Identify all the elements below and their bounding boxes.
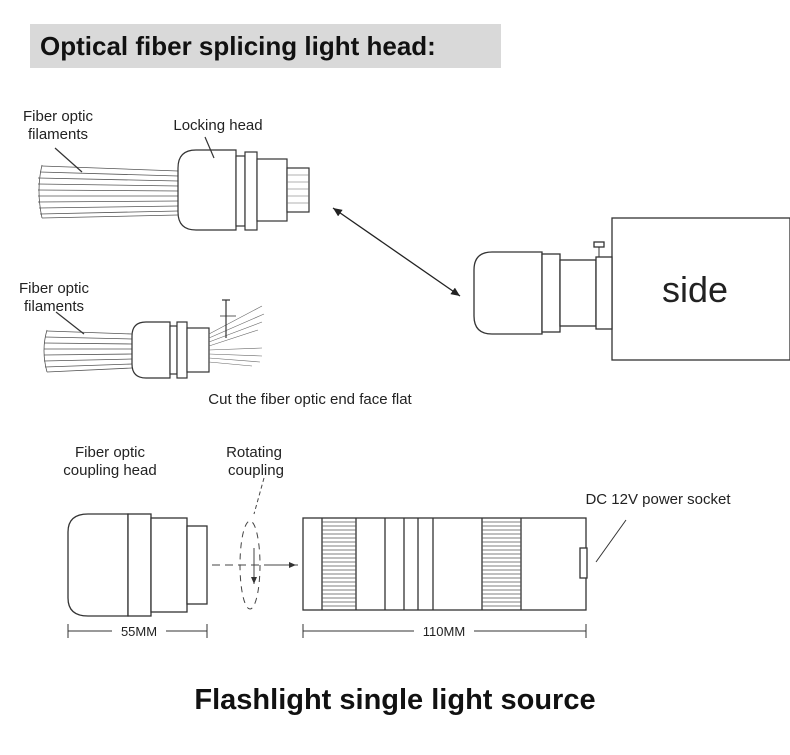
label-fiber-filaments-top-2: filaments — [28, 126, 88, 143]
label-fiber-filaments-mid-1: Fiber optic — [19, 280, 90, 297]
connection-arrow — [332, 207, 461, 297]
mid-head-ring — [176, 321, 188, 379]
side-connector-flange — [595, 256, 613, 330]
page-title: Optical fiber splicing light head: — [30, 24, 501, 68]
coupling-head-thread — [150, 517, 188, 613]
label-locking-head: Locking head — [173, 117, 262, 134]
flashlight-endcap — [579, 547, 588, 579]
rotating-coupling — [212, 477, 300, 610]
mid-head-thread — [186, 327, 210, 373]
mid-head-body — [131, 321, 171, 379]
label-fiber-filaments-mid-2: filaments — [24, 298, 84, 315]
mid-head-collar — [169, 325, 178, 375]
power-socket-leader — [595, 519, 627, 563]
side-connector-ring — [541, 253, 561, 333]
side-box — [611, 217, 790, 361]
locking-head-body — [177, 149, 237, 231]
mid-fiber-assembly — [43, 299, 265, 379]
top-fiber-assembly — [37, 136, 310, 231]
side-connector-head — [473, 251, 543, 335]
top-fiber-bundle — [37, 164, 179, 219]
coupling-head — [67, 513, 208, 617]
locking-head-collar — [235, 155, 246, 227]
dimension-55 — [67, 624, 208, 638]
label-fiber-filaments-top-1: Fiber optic — [23, 108, 94, 125]
flashlight-knurl-left — [322, 521, 356, 607]
coupling-head-tip — [186, 525, 208, 605]
locking-head-thread — [256, 158, 288, 222]
locking-head-ring — [244, 151, 258, 231]
dimension-110 — [302, 624, 587, 638]
side-label: side — [662, 269, 728, 310]
label-coupling-head-1: Fiber optic — [75, 444, 146, 461]
flashlight-body — [302, 517, 588, 611]
label-dim-110: 110MM — [423, 624, 465, 639]
label-power-socket: DC 12V power socket — [585, 491, 731, 508]
footer-title: Flashlight single light source — [194, 684, 596, 716]
coupling-head-ring — [127, 513, 152, 617]
coupling-head-body — [67, 513, 129, 617]
mid-fiber-bundle — [43, 329, 133, 373]
side-connector-thread — [559, 259, 597, 327]
side-assembly — [473, 217, 790, 361]
label-coupling-head-2: coupling head — [63, 462, 156, 479]
flashlight-main — [302, 517, 587, 611]
label-rotating-coupling-1: Rotating — [226, 444, 282, 461]
label-cut-fiber-note: Cut the fiber optic end face flat — [208, 391, 412, 408]
label-dim-55: 55MM — [121, 624, 157, 639]
locking-head-tip — [286, 167, 310, 213]
label-rotating-coupling-2: coupling — [228, 462, 284, 479]
flashlight-knurl-right — [482, 521, 521, 607]
